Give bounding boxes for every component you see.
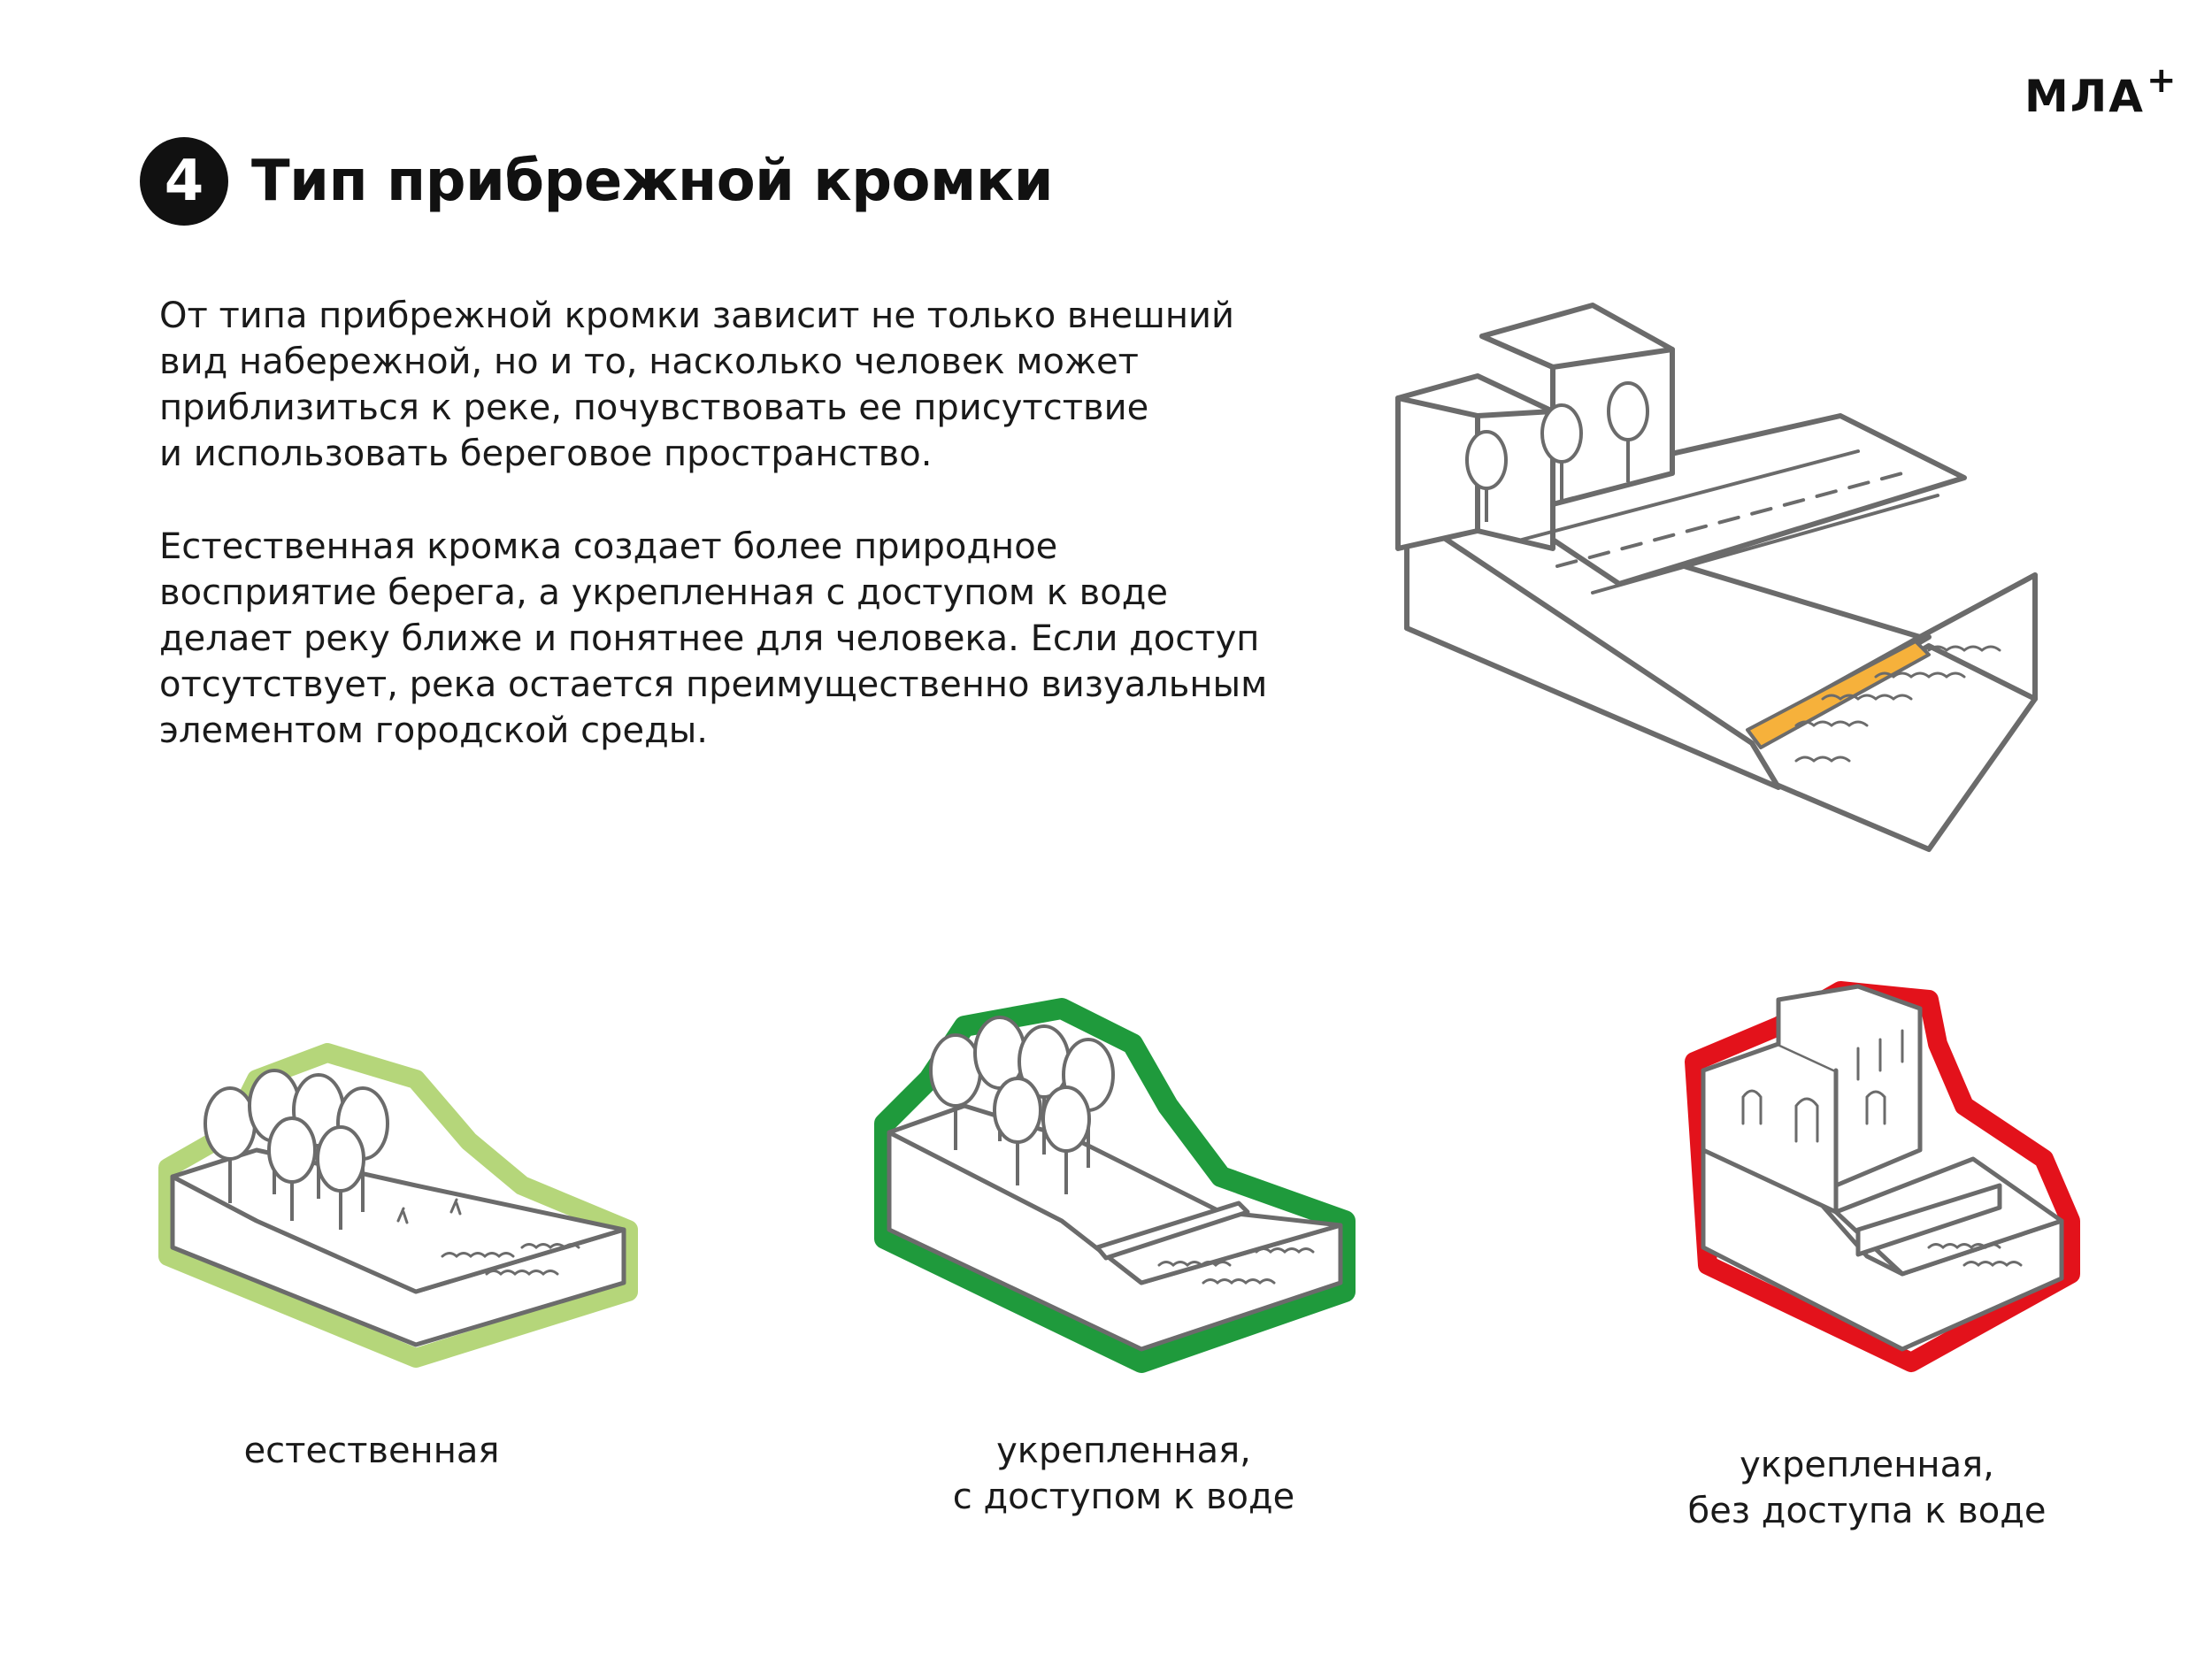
logo-text: МЛА: [2024, 71, 2145, 122]
text-line: отсутствует, река остается преимуществен…: [159, 664, 1268, 705]
text-line: вид набережной, но и то, насколько челов…: [159, 341, 1139, 382]
text-line: элементом городской среды.: [159, 710, 709, 751]
section-header: 4 Тип прибрежной кромки: [140, 137, 1054, 226]
caption-reinforced-no-access: укрепленная, без доступа к воде: [1663, 1442, 2070, 1534]
caption-line: укрепленная,: [1740, 1445, 1994, 1485]
text-line: Естественная кромка создает более природ…: [159, 526, 1058, 567]
caption-line: с доступом к воде: [952, 1477, 1295, 1517]
text-line: делает реку ближе и понятнее для человек…: [159, 618, 1260, 659]
reinforced-access-illustration: [874, 998, 1356, 1373]
reinforced-no-access-illustration: [1685, 981, 2080, 1372]
text-line: восприятие берега, а укрепленная с досту…: [159, 572, 1168, 613]
text-line: От типа прибрежной кромки зависит не тол…: [159, 295, 1234, 336]
text-line: приблизиться к реке, почувствовать ее пр…: [159, 387, 1149, 428]
text-line: и использовать береговое пространство.: [159, 433, 933, 474]
intro-paragraph-2: Естественная кромка создает более природ…: [159, 524, 1336, 754]
caption-line: без доступа к воде: [1687, 1491, 2047, 1531]
step-number-badge: 4: [140, 137, 228, 226]
logo-plus-mark: +: [2146, 60, 2178, 101]
caption-line: естественная: [243, 1431, 500, 1471]
natural-bank-illustration: [158, 1043, 638, 1368]
caption-line: укрепленная,: [996, 1431, 1251, 1471]
logo: МЛА+: [2024, 60, 2178, 122]
embankment-section-illustration: [1395, 303, 2038, 852]
slope: [1404, 510, 1781, 790]
caption-reinforced-access: укрепленная, с доступом к воде: [920, 1428, 1327, 1520]
intro-paragraph-1: От типа прибрежной кромки зависит не тол…: [159, 293, 1336, 477]
caption-natural: естественная: [195, 1428, 549, 1474]
highlighted-edge: [1746, 640, 1931, 749]
road-surface: [1484, 413, 1967, 587]
page-title: Тип прибрежной кромки: [251, 149, 1054, 214]
